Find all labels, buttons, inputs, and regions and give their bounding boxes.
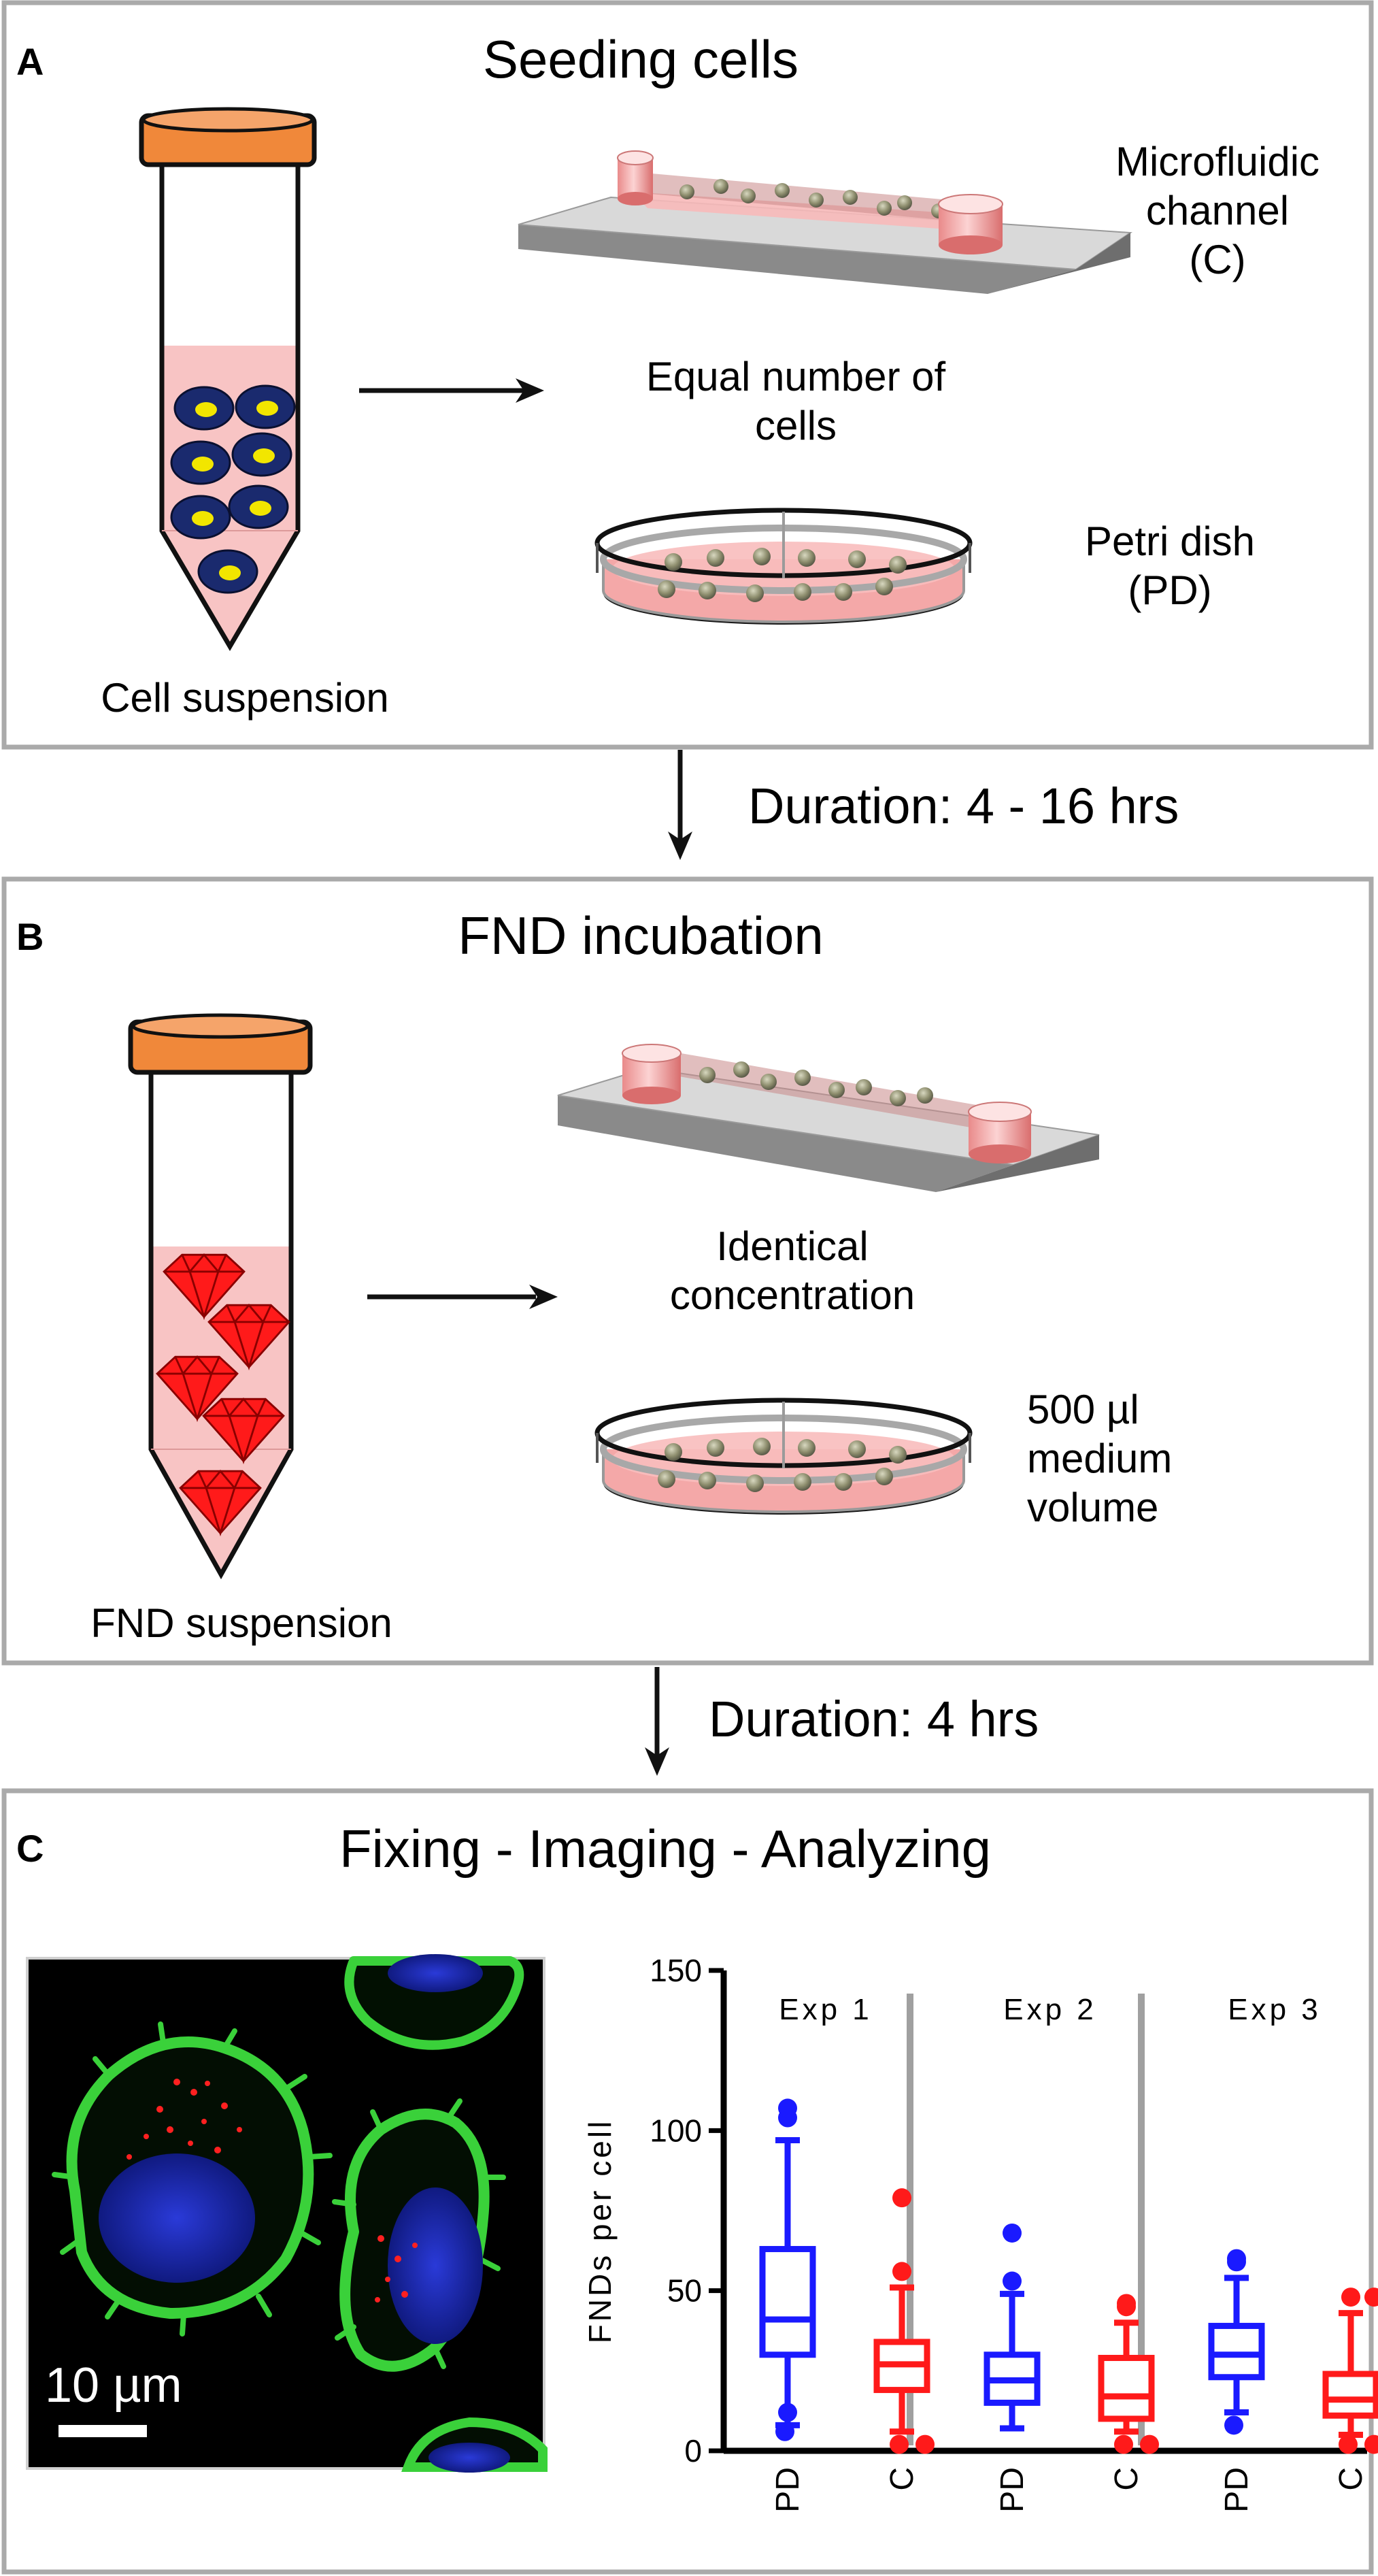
volume-label-line-2: medium [1027,1436,1172,1481]
fluorescence-micrograph: 10 µm [26,1954,548,2473]
microfluidic-channel-b [557,1044,1100,1192]
step-2-label: Duration: 4 hrs [709,1691,1039,1747]
dish-label-line-2: (PD) [1128,567,1211,613]
panel-a-center-line-2: cells [755,403,837,448]
panel-c-letter: C [16,1827,44,1870]
petri-dish-b [594,1398,973,1515]
outlier-point [890,2434,909,2454]
channel-label-line-3: (C) [1189,237,1245,282]
channel-beads [679,179,946,218]
y-axis-label: FNDs per cell [582,2119,618,2344]
outlier-point [1364,2434,1378,2454]
group-label: Exp 1 [779,1993,873,2026]
x-tick-label: C [1109,2467,1145,2491]
step-2: Duration: 4 hrs [645,1667,1039,1776]
x-tick-label: PD [994,2467,1030,2513]
microfluidic-channel-a [518,150,1132,294]
box [1322,2371,1378,2419]
outlier-point [1224,2415,1243,2435]
panel-b-center-line-2: concentration [670,1272,915,1318]
x-tick-label: PD [770,2467,806,2513]
dish-label-line-1: Petri dish [1085,518,1255,564]
step-1: Duration: 4 - 16 hrs [668,750,1179,860]
panel-b-arrow [367,1285,558,1309]
panel-b: B FND incubation FND suspension [1,876,1374,1666]
x-tick-label: PD [1219,2467,1255,2513]
outlier-point [1114,2434,1133,2454]
panel-a: A Seeding cells Cell suspension [1,0,1374,750]
panel-a-tube-label: Cell suspension [101,675,389,721]
group-label: Exp 2 [1003,1993,1097,2026]
y-tick-label: 150 [650,1953,702,1988]
panel-a-frame [1,0,1374,750]
outlier-point [1003,2223,1022,2243]
panel-b-frame [1,876,1374,1666]
channel-label-line-1: Microfluidic [1115,139,1320,184]
outlier-point [1140,2434,1159,2454]
x-tick-label: C [1333,2467,1369,2491]
panel-c: C Fixing - Imaging - Analyzing [1,1788,1378,2575]
volume-label-line-1: 500 µl [1027,1387,1139,1432]
panel-b-center-line-1: Identical [716,1223,868,1269]
group-label: Exp 3 [1228,1993,1322,2026]
outlier-point [1003,2271,1022,2291]
panel-b-title: FND incubation [458,906,824,965]
outlier-point [915,2434,935,2454]
box [759,2245,816,2358]
outlier-point [892,2262,911,2281]
outlier-point [778,2402,797,2422]
panel-b-letter: B [16,915,44,958]
outlier-point [1227,2252,1246,2272]
panel-a-title: Seeding cells [483,29,799,89]
y-tick-label: 100 [650,2113,702,2148]
outlier-point [1117,2297,1136,2317]
panel-a-arrow [359,378,544,403]
outlier-point [892,2188,911,2208]
panel-b-tube-label: FND suspension [90,1600,392,1646]
scale-bar-label: 10 µm [45,2358,182,2413]
y-tick-label: 0 [684,2433,702,2468]
box [1098,2355,1155,2422]
outlier-point [1341,2288,1360,2307]
outlier-point [778,2108,797,2128]
outlier-point [1364,2288,1378,2307]
panel-c-title: Fixing - Imaging - Analyzing [339,1819,991,1879]
scale-bar [58,2425,147,2437]
panel-a-center-line-1: Equal number of [646,354,946,399]
outlier-point [1339,2434,1358,2454]
channel-beads [699,1061,933,1106]
panel-a-letter: A [16,40,44,83]
panel-c-frame [1,1788,1374,2575]
outlier-point [775,2422,794,2441]
box [1208,2322,1265,2381]
y-tick-label: 50 [667,2273,702,2309]
petri-dish-a [594,508,973,625]
x-tick-label: C [884,2467,920,2491]
step-1-label: Duration: 4 - 16 hrs [748,778,1179,834]
volume-label-line-3: volume [1027,1485,1158,1530]
cell-suspension-tube [139,107,317,651]
fnd-suspension-tube [128,1013,313,1580]
channel-label-line-2: channel [1146,188,1289,233]
